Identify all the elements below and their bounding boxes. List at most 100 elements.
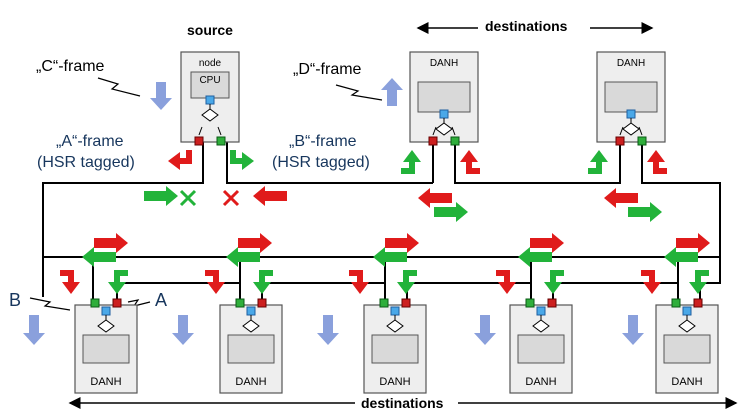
node-label: DANH [525,376,556,388]
inner-box [417,81,471,113]
switch-icon [622,109,640,136]
node-label: DANH [235,376,266,388]
danh-node: DANH [409,51,479,146]
cross-icon [222,189,240,207]
arrow-green-icon [518,247,552,267]
arrow-red-icon [385,233,419,253]
node-label: DANH [90,376,121,388]
arrow-blue-icon [474,315,496,345]
arrow-blue-icon [381,78,403,106]
node-label: DANH [430,58,458,69]
port-b-label: B [9,290,22,310]
arrow-red-icon [676,233,710,253]
destinations-bottom-label: destinations [361,395,444,411]
cross-icon [179,189,197,207]
port-b [637,136,647,146]
port-a-label: A [155,290,168,310]
switch-icon [678,306,696,333]
node-label: DANH [379,376,410,388]
inner-box [227,334,275,364]
danh-node: DANH [509,298,573,394]
a-frame-label: „A“-frame [56,133,124,150]
port-a [112,298,122,308]
destinations-top-label: destinations [485,18,568,34]
arrow-red-icon [604,188,638,208]
arrow-green-icon [108,270,128,294]
inner-box [371,334,419,364]
inner-box [517,334,565,364]
c-frame-label: „C“-frame [36,58,105,75]
arrow-red-icon [647,150,667,174]
cpu-label: CPU [199,75,220,86]
arrow-green-icon [434,202,468,222]
inner-box [604,81,658,113]
switch-icon [97,306,115,333]
port-a-pointer [127,299,151,307]
arrow-red-icon [205,270,225,294]
port-b [235,298,245,308]
node-label: DANH [671,376,702,388]
node-label: DANH [617,58,645,69]
c-frame-pointer [97,77,141,97]
arrow-green-icon [628,202,662,222]
arrow-green-icon [144,186,178,206]
arrow-red-icon [238,233,272,253]
inner-box [82,334,130,364]
port-b [216,136,226,146]
port-b [671,298,681,308]
b-frame-tag-label: (HSR tagged) [272,154,370,171]
arrow-green-icon [397,270,417,294]
inner-box [663,334,711,364]
arrow-red-icon [253,186,287,206]
port-a [428,136,438,146]
arrow-green-icon [230,150,254,170]
arrow-red-icon [168,150,192,170]
ring-wires [42,141,721,299]
arrow-blue-icon [23,315,45,345]
arrow-red-icon [94,233,128,253]
danh-node: DANH [219,298,283,394]
switch-icon [242,306,260,333]
port-a [615,136,625,146]
arrow-red-icon [349,270,369,294]
danh-node: DANH [655,298,719,394]
danh-node: DANH [363,298,427,394]
arrow-green-icon [226,247,260,267]
arrow-red-icon [496,270,516,294]
arrow-red-icon [460,150,480,174]
switch-icon [435,109,453,136]
arrow-blue-icon [150,82,172,110]
source-label: source [187,22,233,38]
node-title: node [199,58,222,69]
a-frame-tag-label: (HSR tagged) [37,154,135,171]
arrow-green-icon [401,150,421,174]
switch-icon [532,306,550,333]
arrow-green-icon [588,150,608,174]
arrow-green-icon [664,247,698,267]
arrow-red-icon [530,233,564,253]
arrow-green-icon [373,247,407,267]
arrow-red-icon [641,270,661,294]
port-a [257,298,267,308]
b-frame-label: „B“-frame [289,133,357,150]
arrow-blue-icon [317,315,339,345]
port-a [547,298,557,308]
arrow-red-icon [60,270,80,294]
arrow-green-icon [689,270,709,294]
switch-icon [201,95,219,122]
danh-node: DANH [74,298,138,394]
port-b [450,136,460,146]
switch-icon [386,306,404,333]
arrow-blue-icon [622,315,644,345]
d-frame-pointer [335,84,383,101]
port-a [401,298,411,308]
arrow-red-icon [418,188,452,208]
port-b [90,298,100,308]
port-b-pointer [29,297,71,311]
port-a [693,298,703,308]
arrow-green-icon [82,247,116,267]
arrow-blue-icon [172,315,194,345]
